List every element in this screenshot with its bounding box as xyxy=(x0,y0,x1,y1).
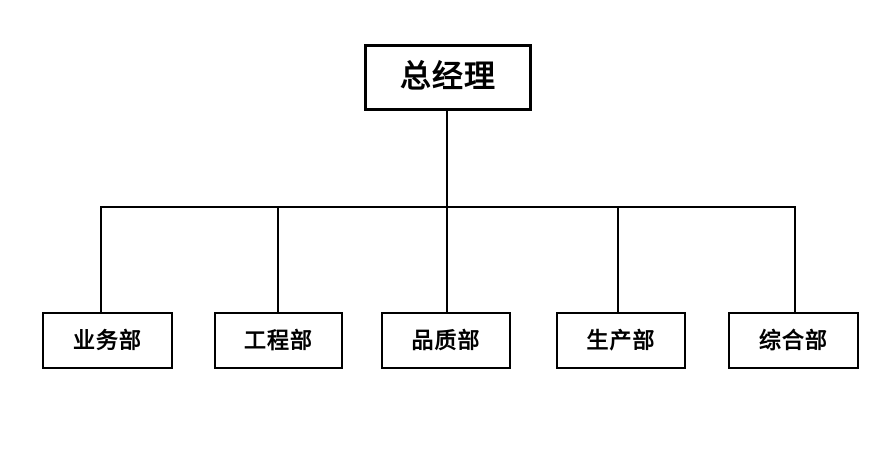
org-node-department-1[interactable]: 业务部 xyxy=(42,312,173,369)
org-node-department-3[interactable]: 品质部 xyxy=(381,312,511,369)
org-node-root[interactable]: 总经理 xyxy=(364,44,532,111)
org-node-department-5[interactable]: 综合部 xyxy=(728,312,859,369)
org-node-department-4[interactable]: 生产部 xyxy=(556,312,686,369)
connector-drop-1 xyxy=(100,206,102,313)
connector-drop-5 xyxy=(794,206,796,313)
org-node-department-4-label: 生产部 xyxy=(586,327,656,354)
org-node-department-2-label: 工程部 xyxy=(243,327,313,354)
org-node-department-1-label: 业务部 xyxy=(72,327,142,354)
org-node-root-label: 总经理 xyxy=(400,59,496,95)
org-node-department-5-label: 综合部 xyxy=(758,327,828,354)
org-node-department-3-label: 品质部 xyxy=(411,327,481,354)
connector-root-stem xyxy=(446,111,448,207)
connector-horizontal-bus xyxy=(100,206,796,208)
org-node-department-2[interactable]: 工程部 xyxy=(214,312,343,369)
connector-drop-2 xyxy=(277,206,279,313)
connector-drop-4 xyxy=(617,206,619,313)
connector-drop-3 xyxy=(446,206,448,313)
